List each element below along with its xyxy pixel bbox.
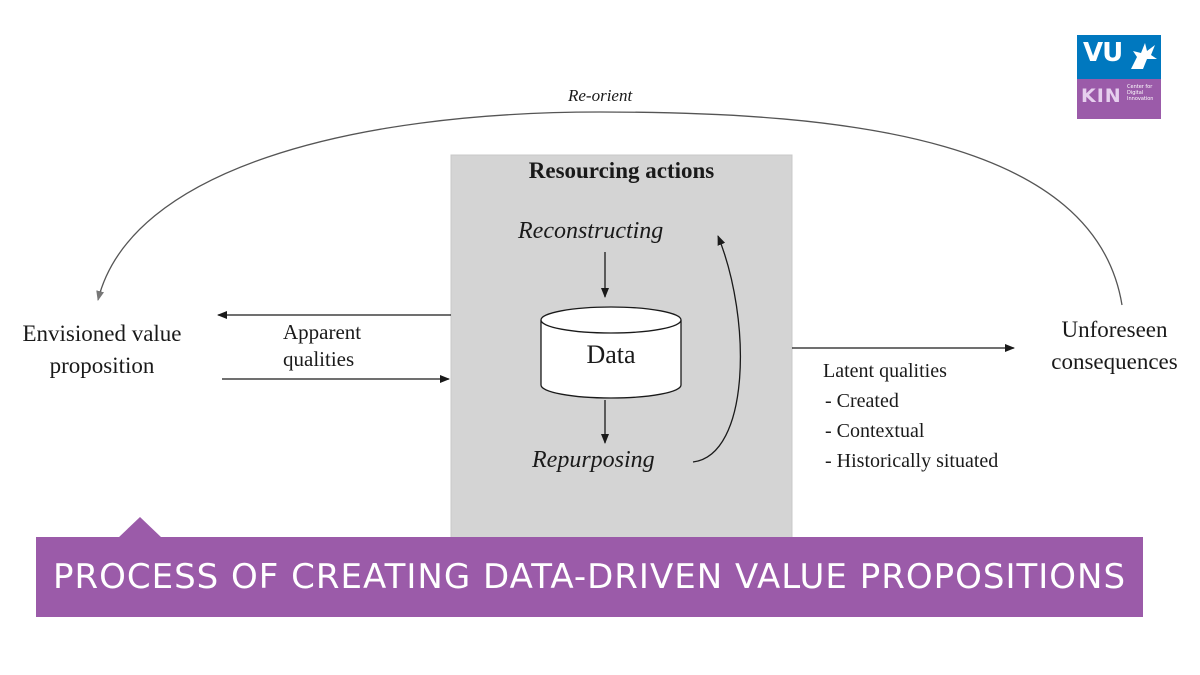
envisioned-line-1: Envisioned value (22, 321, 182, 346)
logo-kin-block (1077, 79, 1161, 119)
apparent-line-2: qualities (283, 347, 355, 371)
banner-title: PROCESS OF CREATING DATA-DRIVEN VALUE PR… (52, 557, 1127, 597)
reorient-label: Re-orient (568, 86, 633, 105)
logo-vu-text: VU (1083, 38, 1123, 68)
envisioned-line-2: proposition (49, 353, 155, 378)
reconstructing-label: Reconstructing (518, 218, 664, 244)
resourcing-actions-title: Resourcing actions (528, 158, 715, 183)
repurposing-label: Repurposing (532, 447, 655, 473)
latent-item-contextual: - Contextual (825, 420, 925, 442)
unforeseen-consequences: Unforeseen consequences (1032, 314, 1197, 378)
latent-qualities: Latent qualities - Created - Contextual … (823, 356, 998, 476)
logo-kin-text: KIN (1081, 85, 1122, 107)
banner-notch (118, 517, 162, 538)
title-banner: PROCESS OF CREATING DATA-DRIVEN VALUE PR… (36, 537, 1143, 617)
griffin-icon (1131, 43, 1157, 69)
data-cylinder (540, 306, 682, 399)
latent-title: Latent qualities (823, 360, 947, 382)
apparent-qualities: Apparent qualities (283, 319, 361, 373)
unforeseen-line-1: Unforeseen (1061, 317, 1168, 342)
arrow-repurposing-to-reconstructing (692, 235, 742, 463)
reorient-arc (96, 111, 1123, 306)
vu-kin-logo: VU KIN Center for Digital Innovation (1077, 35, 1161, 119)
latent-item-created: - Created (825, 390, 899, 412)
latent-item-historically-situated: - Historically situated (825, 450, 999, 472)
logo-subtitle: Center for Digital Innovation (1127, 84, 1154, 102)
unforeseen-line-2: consequences (1051, 349, 1178, 374)
data-label: Data (586, 340, 636, 369)
apparent-line-1: Apparent (283, 320, 362, 344)
envisioned-value-proposition: Envisioned value proposition (2, 318, 202, 382)
